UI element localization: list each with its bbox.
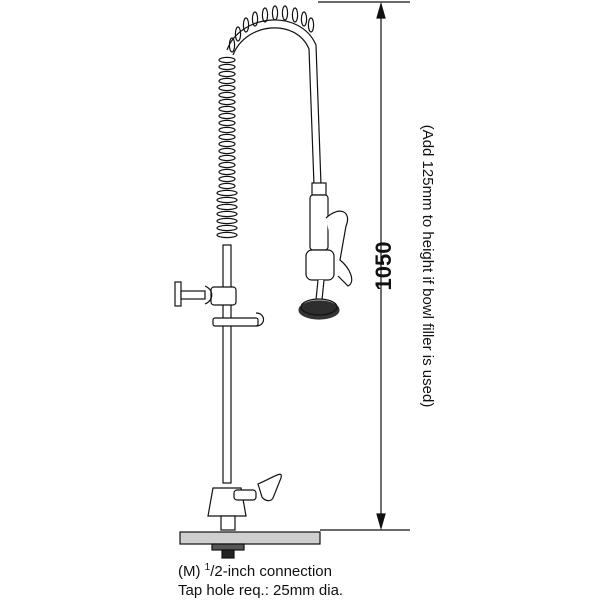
spring-coil-loop bbox=[218, 63, 236, 71]
spring-coil-loop bbox=[291, 7, 299, 23]
spring-coil-loop bbox=[216, 231, 238, 239]
spring-coil-loop bbox=[242, 17, 250, 33]
spring-coil-loop bbox=[216, 224, 238, 232]
spring-coil-loop bbox=[218, 154, 236, 162]
height-dimension-line bbox=[318, 1, 410, 531]
spring-coil-loop bbox=[218, 168, 236, 176]
spring-coil-loop bbox=[218, 84, 236, 92]
spring-coil-loop bbox=[216, 210, 238, 218]
spring-coil-loop bbox=[218, 182, 236, 190]
spring-coil-loop bbox=[218, 105, 236, 113]
counter-top bbox=[179, 531, 321, 545]
spring-coil-loop bbox=[216, 203, 238, 211]
spring-coil-loop bbox=[218, 77, 236, 85]
spring-coil-loop bbox=[218, 70, 236, 78]
spring-coil-loop bbox=[218, 161, 236, 169]
threaded-connection bbox=[211, 543, 245, 559]
connection-prefix: (M) bbox=[178, 563, 205, 580]
base-valve bbox=[207, 473, 282, 531]
spring-coil-loop bbox=[216, 196, 238, 204]
spring-coil-loop bbox=[218, 119, 236, 127]
spring-coil-loop bbox=[218, 147, 236, 155]
spring-coil-loop bbox=[216, 189, 238, 197]
connection-note: (M) 1/2-inch connection bbox=[178, 562, 332, 580]
riser-pipe bbox=[222, 244, 232, 484]
height-value: 1050 bbox=[371, 242, 396, 291]
connection-fraction-numerator: 1 bbox=[204, 562, 211, 573]
spring-coil bbox=[216, 5, 315, 239]
height-note: (Add 125mm to height if bowl filler is u… bbox=[419, 125, 436, 408]
spring-coil-loop bbox=[218, 126, 236, 134]
connection-fraction-rest: /2-inch connection bbox=[210, 563, 332, 580]
wall-bracket-valve bbox=[174, 281, 237, 307]
tap-hole-note: Tap hole req.: 25mm dia. bbox=[178, 582, 344, 599]
spring-coil-loop bbox=[218, 56, 236, 64]
hook-bracket bbox=[212, 312, 265, 327]
spring-coil-loop bbox=[218, 91, 236, 99]
spring-coil-loop bbox=[281, 5, 289, 21]
spring-coil-loop bbox=[307, 17, 315, 33]
spring-coil-loop bbox=[218, 140, 236, 148]
spray-valve bbox=[298, 182, 353, 320]
spring-coil-loop bbox=[218, 175, 236, 183]
spring-coil-loop bbox=[300, 11, 308, 27]
spring-coil-loop bbox=[216, 217, 238, 225]
spring-coil-loop bbox=[271, 5, 279, 21]
spring-coil-loop bbox=[261, 7, 269, 23]
spring-coil-loop bbox=[218, 98, 236, 106]
spring-coil-loop bbox=[218, 133, 236, 141]
spring-coil-loop bbox=[218, 112, 236, 120]
flexible-hose bbox=[226, 19, 322, 186]
